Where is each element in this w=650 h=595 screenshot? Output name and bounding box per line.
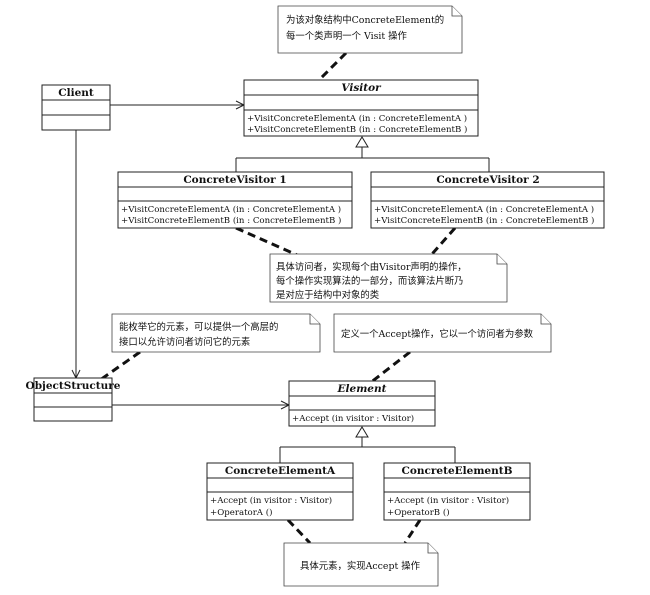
note-line: 能枚举它的元素，可以提供一个高层的 [119, 321, 278, 333]
class-concrete-visitor-1: ConcreteVisitor 1 +VisitConcreteElementA… [117, 171, 353, 229]
element-generalization [279, 426, 456, 463]
class-name: ObjectStructure [26, 380, 121, 392]
operation: +VisitConcreteElementB (in : ConcreteEle… [374, 215, 594, 226]
class-element: Element +Accept (in visitor : Visitor) [288, 380, 436, 427]
class-name: Element [337, 383, 387, 395]
note-line: 为该对象结构中ConcreteElement的 [286, 14, 444, 26]
operation: +VisitConcreteElementB (in : ConcreteEle… [121, 215, 341, 226]
concrete-element-note: 具体元素，实现Accept 操作 [283, 542, 439, 587]
concrete-element-a-note-connector [286, 518, 312, 545]
object-structure-note-connector [99, 350, 141, 382]
class-visitor: Visitor +VisitConcreteElementA (in : Con… [243, 79, 479, 137]
concrete-element-b-note-connector [403, 519, 422, 544]
object-structure-note: 能枚举它的元素，可以提供一个高层的 接口以允许访问者访问它的元素 [111, 313, 321, 353]
note-line: 定义一个Accept操作，它以一个访问者为参数 [341, 328, 534, 340]
class-concrete-element-b: ConcreteElementB +Accept (in visitor : V… [383, 462, 531, 521]
note-line: 具体元素，实现Accept 操作 [300, 560, 420, 572]
operation: +VisitConcreteElementA (in : ConcreteEle… [121, 204, 341, 215]
class-client: Client [41, 84, 111, 131]
concrete-visitor-note: 具体访问者，实现每个由Visitor声明的操作， 每个操作实现算法的一部分，而该… [269, 253, 508, 303]
note-line: 接口以允许访问者访问它的元素 [119, 336, 250, 348]
visitor-note: 为该对象结构中ConcreteElement的 每一个类声明一个 Visit 操… [277, 5, 463, 54]
visitor-generalization [235, 136, 490, 172]
note-line: 每个操作实现算法的一部分，而该算法片断乃 [276, 275, 464, 287]
operation: +VisitConcreteElementB (in : ConcreteEle… [247, 124, 467, 135]
class-name: ConcreteElementB [402, 465, 513, 477]
operation: +Accept (in visitor : Visitor) [387, 495, 509, 506]
operation: +OperatorB () [387, 507, 450, 518]
visitor-note-connector [315, 51, 348, 84]
concrete-visitor-2-note-connector [423, 227, 457, 263]
note-line: 是对应于结构中对象的类 [276, 289, 380, 301]
note-line: 每一个类声明一个 Visit 操作 [286, 30, 407, 42]
class-name: ConcreteVisitor 2 [436, 174, 539, 186]
class-concrete-visitor-2: ConcreteVisitor 2 +VisitConcreteElementA… [370, 171, 605, 229]
class-name: ConcreteElementA [225, 465, 336, 477]
objectstructure-element-association [112, 400, 291, 410]
class-object-structure: ObjectStructure [26, 377, 121, 422]
operation: +Accept (in visitor : Visitor) [210, 495, 332, 506]
concrete-visitor-1-note-connector [235, 226, 298, 257]
client-visitor-association [110, 100, 246, 110]
element-note: 定义一个Accept操作，它以一个访问者为参数 [333, 313, 552, 353]
class-concrete-element-a: ConcreteElementA +Accept (in visitor : V… [206, 462, 354, 521]
class-name: ConcreteVisitor 1 [183, 174, 286, 186]
operation: +VisitConcreteElementA (in : ConcreteEle… [247, 113, 467, 124]
note-line: 具体访问者，实现每个由Visitor声明的操作， [276, 261, 467, 273]
operation: +VisitConcreteElementA (in : ConcreteEle… [374, 204, 594, 215]
class-name: Visitor [341, 82, 382, 94]
class-name: Client [58, 87, 94, 99]
operation: +OperatorA () [210, 507, 272, 518]
client-objectstructure-association [71, 130, 81, 380]
element-note-connector [369, 350, 411, 385]
operation: +Accept (in visitor : Visitor) [292, 413, 414, 424]
